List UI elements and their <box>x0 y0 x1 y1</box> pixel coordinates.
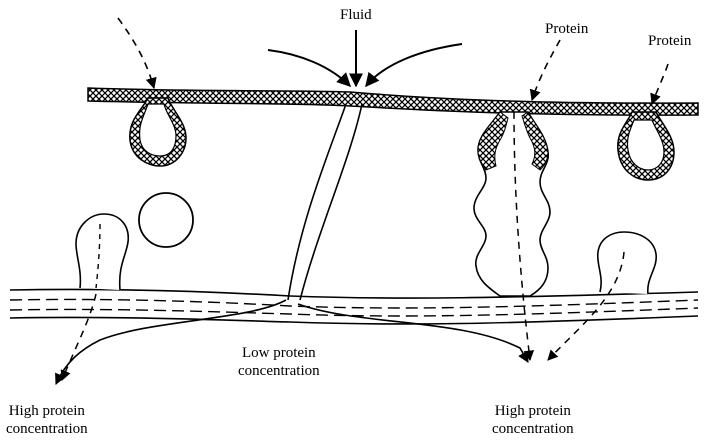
label-protein-1-text: Protein <box>545 20 588 38</box>
protein-arrow-1 <box>532 40 560 100</box>
label-high-protein-right-line2: concentration <box>492 420 574 438</box>
fluid-arrow-left <box>268 50 350 86</box>
upper-membrane <box>88 88 698 115</box>
protein-arrow-left-vesicle <box>118 18 154 88</box>
label-low-protein: Low protein concentration <box>238 344 320 380</box>
lower-membrane <box>10 289 698 298</box>
lower-left-bud <box>76 214 128 290</box>
protein-path-left-bud <box>62 294 96 380</box>
protein-arrow-2 <box>652 64 668 104</box>
fluid-arrow-to-right <box>298 304 528 362</box>
label-high-protein-left-line1: High protein <box>6 402 88 420</box>
label-high-protein-right-line1: High protein <box>492 402 574 420</box>
fluid-arrow-right <box>366 44 462 86</box>
free-vesicle <box>139 193 193 247</box>
label-fluid-text: Fluid <box>340 6 372 24</box>
lower-right-bud <box>598 232 657 294</box>
label-fluid: Fluid <box>340 6 372 24</box>
label-low-protein-line1: Low protein <box>238 344 320 362</box>
intercellular-cleft <box>288 104 362 300</box>
label-protein-2: Protein <box>648 32 691 50</box>
label-low-protein-line2: concentration <box>238 362 320 380</box>
label-protein-2-text: Protein <box>648 32 691 50</box>
label-high-protein-left: High protein concentration <box>6 402 88 438</box>
label-high-protein-left-line2: concentration <box>6 420 88 438</box>
label-protein-1: Protein <box>545 20 588 38</box>
label-high-protein-right: High protein concentration <box>492 402 574 438</box>
